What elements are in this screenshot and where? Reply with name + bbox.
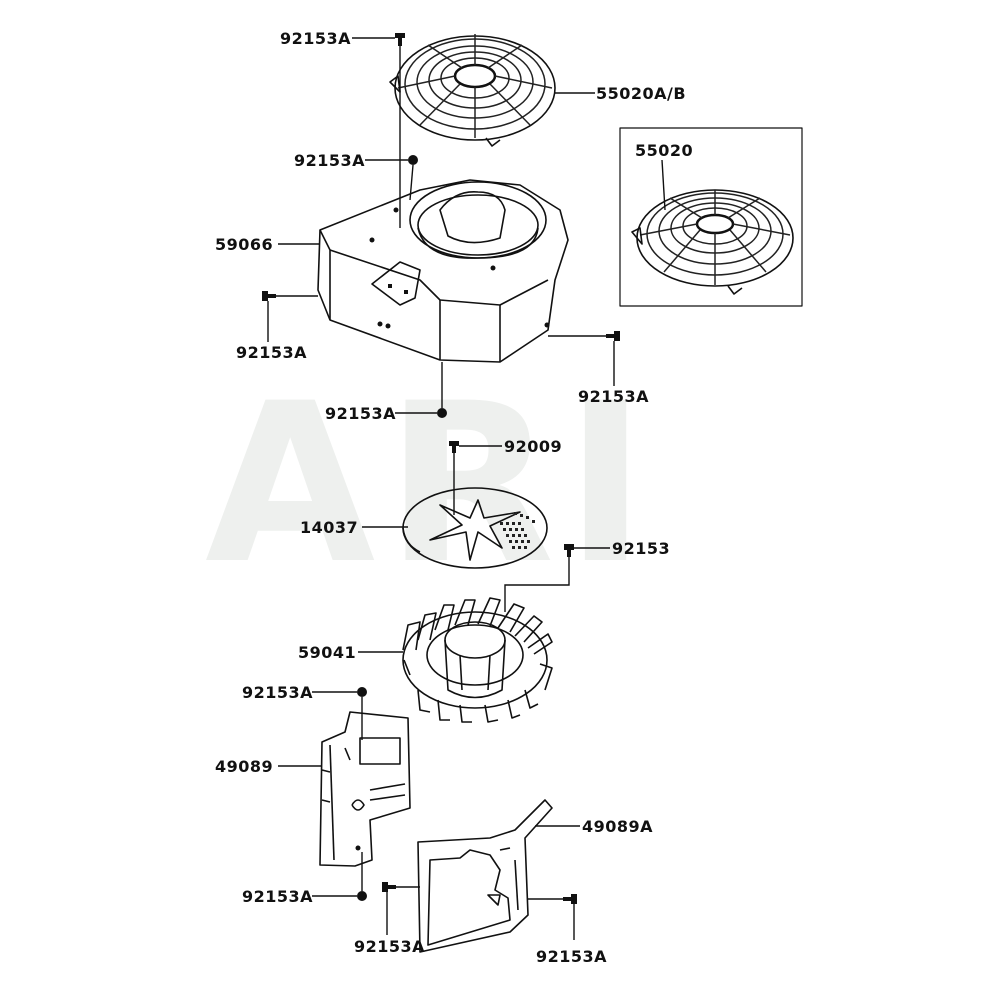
label-92153a-top: 92153A xyxy=(280,29,351,48)
label-92153a-lower-right: 92153A xyxy=(536,947,607,966)
bolt-left-shroud[interactable] xyxy=(262,291,276,301)
label-49089a: 49089A xyxy=(582,817,653,836)
bolt-92153[interactable] xyxy=(564,544,574,557)
bolt-baffle-top[interactable] xyxy=(357,687,367,697)
label-92153a-baffle-bottom: 92153A xyxy=(242,887,313,906)
bolt-upper-shroud[interactable] xyxy=(408,155,418,165)
label-59066: 59066 xyxy=(215,235,273,254)
bolt-top[interactable] xyxy=(395,33,405,46)
label-92153a-lower-left: 92153A xyxy=(354,937,425,956)
fan-plate-14037[interactable] xyxy=(402,487,548,569)
screw-92009[interactable] xyxy=(449,441,459,453)
baffle-49089[interactable] xyxy=(319,711,411,867)
fan-grille-55020[interactable] xyxy=(631,189,794,295)
watermark-text: ARI xyxy=(205,356,657,612)
bolt-right-shroud[interactable] xyxy=(606,331,620,341)
label-92153a-left: 92153A xyxy=(236,343,307,362)
bolt-lower-right[interactable] xyxy=(563,894,577,904)
bolt-lower-left[interactable] xyxy=(382,882,396,892)
label-92153a-upper: 92153A xyxy=(294,151,365,170)
inset-box xyxy=(619,127,803,307)
label-59041: 59041 xyxy=(298,643,356,662)
label-92153a-right: 92153A xyxy=(578,387,649,406)
fan-59041[interactable] xyxy=(402,597,553,723)
label-92009: 92009 xyxy=(504,437,562,456)
label-92153a-bottom: 92153A xyxy=(325,404,396,423)
baffle-49089a[interactable] xyxy=(417,799,553,953)
label-14037: 14037 xyxy=(300,518,358,537)
label-55020ab: 55020A/B xyxy=(596,84,686,103)
label-49089: 49089 xyxy=(215,757,273,776)
bolt-bottom-shroud[interactable] xyxy=(437,408,447,418)
label-55020: 55020 xyxy=(635,141,693,160)
label-92153: 92153 xyxy=(612,539,670,558)
leader-lines xyxy=(267,37,666,940)
fan-grille-55020ab[interactable] xyxy=(389,34,556,147)
label-92153a-baffle-top: 92153A xyxy=(242,683,313,702)
bolt-baffle-bottom[interactable] xyxy=(357,891,367,901)
blower-housing-59066[interactable] xyxy=(317,179,569,363)
